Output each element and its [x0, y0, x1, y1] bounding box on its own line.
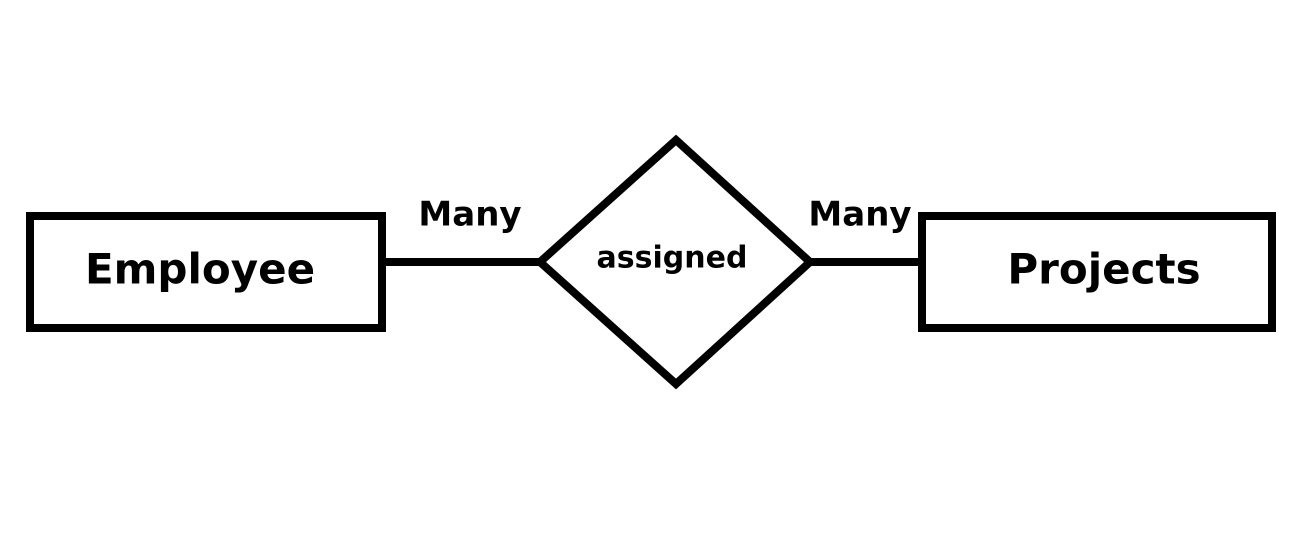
entity-projects-box — [918, 212, 1276, 332]
cardinality-left-label: Many — [418, 195, 521, 235]
relationship-assigned-diamond — [534, 134, 816, 390]
relationship-assigned-label: assigned — [597, 241, 748, 276]
cardinality-right-label: Many — [808, 195, 911, 235]
relationship-assigned[interactable]: assigned — [534, 134, 816, 390]
entity-projects-label: Projects — [1007, 245, 1200, 294]
entity-employee-box — [26, 212, 386, 332]
entity-employee[interactable]: Employee — [26, 212, 386, 332]
entity-projects[interactable]: Projects — [918, 212, 1276, 332]
entity-employee-label: Employee — [85, 245, 315, 294]
